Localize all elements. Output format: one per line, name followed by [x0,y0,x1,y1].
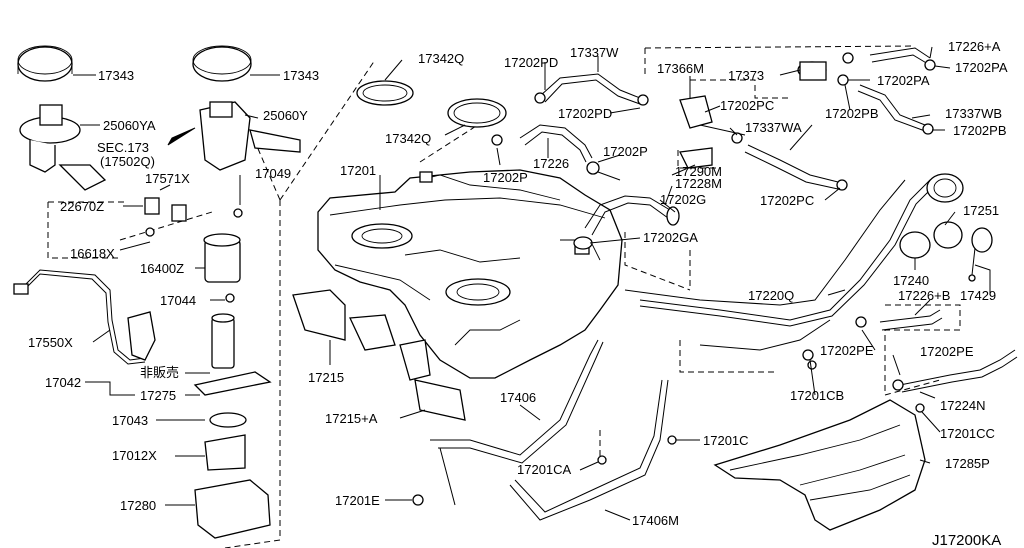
label-17251: 17251 [963,203,999,218]
label-25060ya: 25060YA [103,118,156,133]
leader-lines [73,46,991,521]
label-17201: 17201 [340,163,376,178]
label-17202pd-b: 17202PD [558,106,612,121]
label-17201e: 17201E [335,493,380,508]
tank-straps [412,339,817,521]
label-17342q-b: 17342Q [385,131,431,146]
label-17042: 17042 [45,375,81,390]
label-17220q: 17220Q [748,288,794,303]
label-17366m: 17366M [657,61,704,76]
label-17201c: 17201C [703,433,749,448]
left-parts [13,45,466,539]
label-sec173: SEC.173 [97,140,149,155]
label-17571x: 17571X [145,171,190,186]
label-16400z: 16400Z [140,261,184,276]
fuel-tank [317,169,623,379]
label-17202pc-b: 17202PC [760,193,814,208]
label-17373: 17373 [728,68,764,83]
label-25060y: 25060Y [263,108,308,123]
part-labels: 17343 25060YA SEC.173 (17502Q) 17571X 22… [28,39,1008,548]
label-17226: 17226 [533,156,569,171]
label-17290m: 17290M [675,164,722,179]
label-17215a: 17215+A [325,411,378,426]
label-not-for-sale: 非販売 [140,365,179,380]
label-17202g: 17202G [660,192,706,207]
diagram-reference-code: J17200KA [932,532,1001,548]
label-17012x: 17012X [112,448,157,463]
label-17202p-b: 17202P [603,144,648,159]
label-17202pa-a: 17202PA [955,60,1008,75]
label-17550x: 17550X [28,335,73,350]
label-17202p-a: 17202P [483,170,528,185]
label-17224n: 17224N [940,398,986,413]
label-17201cc: 17201CC [940,426,995,441]
label-17337w: 17337W [570,45,619,60]
label-17202pe-b: 17202PE [920,344,974,359]
label-17337wa: 17337WA [745,120,802,135]
label-17342q-a: 17342Q [418,51,464,66]
label-17337wb: 17337WB [945,106,1002,121]
label-17275: 17275 [140,388,176,403]
right-parts [624,173,1018,531]
label-17406: 17406 [500,390,536,405]
label-17226b: 17226+B [898,288,950,303]
label-17429: 17429 [960,288,996,303]
sec-arrow-icon [167,127,196,146]
label-17280: 17280 [120,498,156,513]
label-17044: 17044 [160,293,196,308]
label-17406m: 17406M [632,513,679,528]
label-17202pd-a: 17202PD [504,55,558,70]
label-17226a: 17226+A [948,39,1001,54]
label-17202pa-b: 17202PA [877,73,930,88]
label-22670z: 22670Z [60,199,104,214]
label-17049: 17049 [255,166,291,181]
label-17343-a: 17343 [98,68,134,83]
label-17202pe-a: 17202PE [820,343,874,358]
label-17043: 17043 [112,413,148,428]
label-17285p: 17285P [945,456,990,471]
label-17215: 17215 [308,370,344,385]
upper-parts [356,47,936,250]
label-17343-b: 17343 [283,68,319,83]
label-17202ga: 17202GA [643,230,698,245]
label-17202pb-a: 17202PB [825,106,879,121]
label-17240: 17240 [893,273,929,288]
label-17228m: 17228M [675,176,722,191]
label-17201cb: 17201CB [790,388,844,403]
label-17202pb-b: 17202PB [953,123,1007,138]
label-17502q: (17502Q) [100,154,155,169]
label-17202pc-a: 17202PC [720,98,774,113]
label-16618x: 16618X [70,246,115,261]
label-17201ca: 17201CA [517,462,572,477]
